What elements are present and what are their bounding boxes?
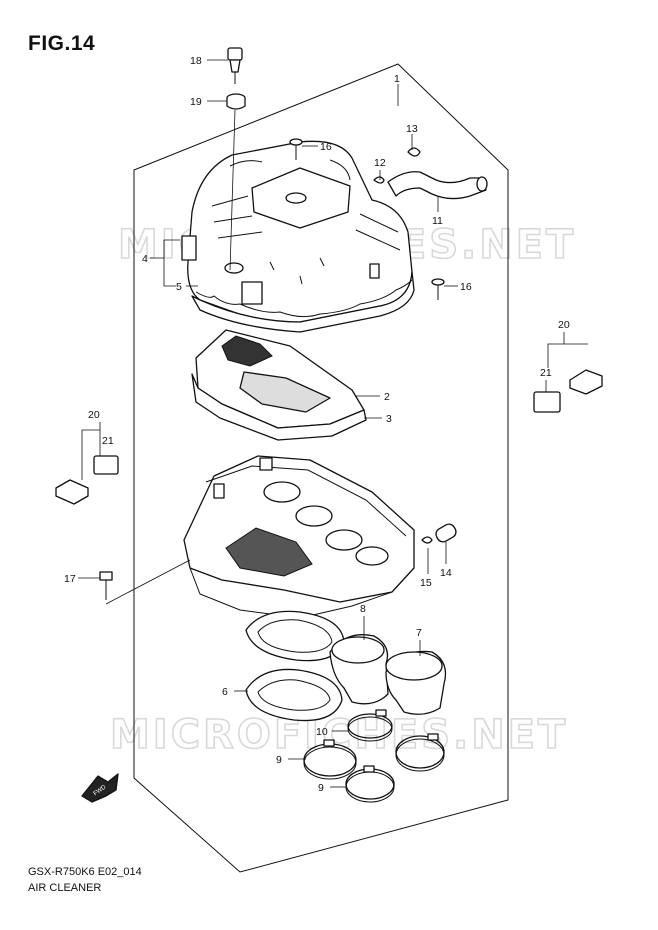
callout-20-right: 20 (558, 319, 570, 331)
filter-gasket (191, 373, 367, 441)
screw-top (289, 138, 303, 160)
callout-15: 15 (420, 577, 432, 589)
leader-lines (78, 59, 588, 788)
clamp-clip (407, 147, 421, 157)
intake-funnel-right (385, 650, 447, 715)
clamp-band-upper-right (395, 733, 445, 772)
clamp-band-upper-left (303, 739, 357, 780)
callout-14: 14 (440, 567, 452, 579)
intake-funnel-left (329, 634, 389, 705)
clamp-band-lower (345, 765, 395, 803)
bolt-axis (229, 109, 236, 271)
grommet (226, 93, 246, 110)
callout-9-upper: 9 (276, 754, 282, 766)
callout-19: 19 (190, 96, 202, 108)
callout-7: 7 (416, 627, 422, 639)
callout-12: 12 (374, 157, 386, 169)
model-code: GSX-R750K6 E02_014 (28, 866, 142, 878)
case-bolt (99, 571, 113, 600)
drain-cap (421, 523, 457, 544)
callout-1: 1 (394, 73, 400, 85)
callout-18: 18 (190, 55, 202, 67)
callout-21-right: 21 (540, 367, 552, 379)
breather-hose (387, 171, 488, 200)
callout-10: 10 (316, 726, 328, 738)
callout-2: 2 (384, 391, 390, 403)
forward-direction-marker: FWD (81, 773, 119, 803)
sensor-right (533, 369, 603, 413)
callout-11: 11 (432, 215, 443, 227)
screw-right (431, 278, 445, 300)
callout-21-left: 21 (102, 435, 114, 447)
sensor-bolt (227, 47, 243, 84)
callout-9-lower: 9 (318, 782, 324, 794)
callout-16-top: 16 (320, 141, 332, 153)
callout-4: 4 (142, 253, 148, 265)
figure-label: FIG.14 (28, 32, 96, 55)
callout-3: 3 (386, 413, 392, 425)
assembly-outline (133, 63, 509, 873)
callout-5: 5 (176, 281, 182, 293)
sensor-left (55, 455, 119, 505)
section-name: AIR CLEANER (28, 882, 102, 894)
watermark-bottom: MICROFICHES.NET (110, 712, 568, 758)
intake-seal-upper (245, 610, 345, 662)
callout-13: 13 (406, 123, 418, 135)
clamp-band-middle (347, 709, 393, 742)
callout-17: 17 (64, 573, 76, 585)
air-cleaner-cover (181, 140, 415, 333)
callout-20-left: 20 (88, 409, 100, 421)
callout-16-right: 16 (460, 281, 472, 293)
hose-clip (373, 176, 385, 184)
bolt-axis-lower (105, 559, 191, 605)
callout-6: 6 (222, 686, 228, 698)
intake-seal-lower (245, 668, 343, 722)
callout-8: 8 (360, 603, 366, 615)
air-cleaner-case (183, 455, 415, 619)
